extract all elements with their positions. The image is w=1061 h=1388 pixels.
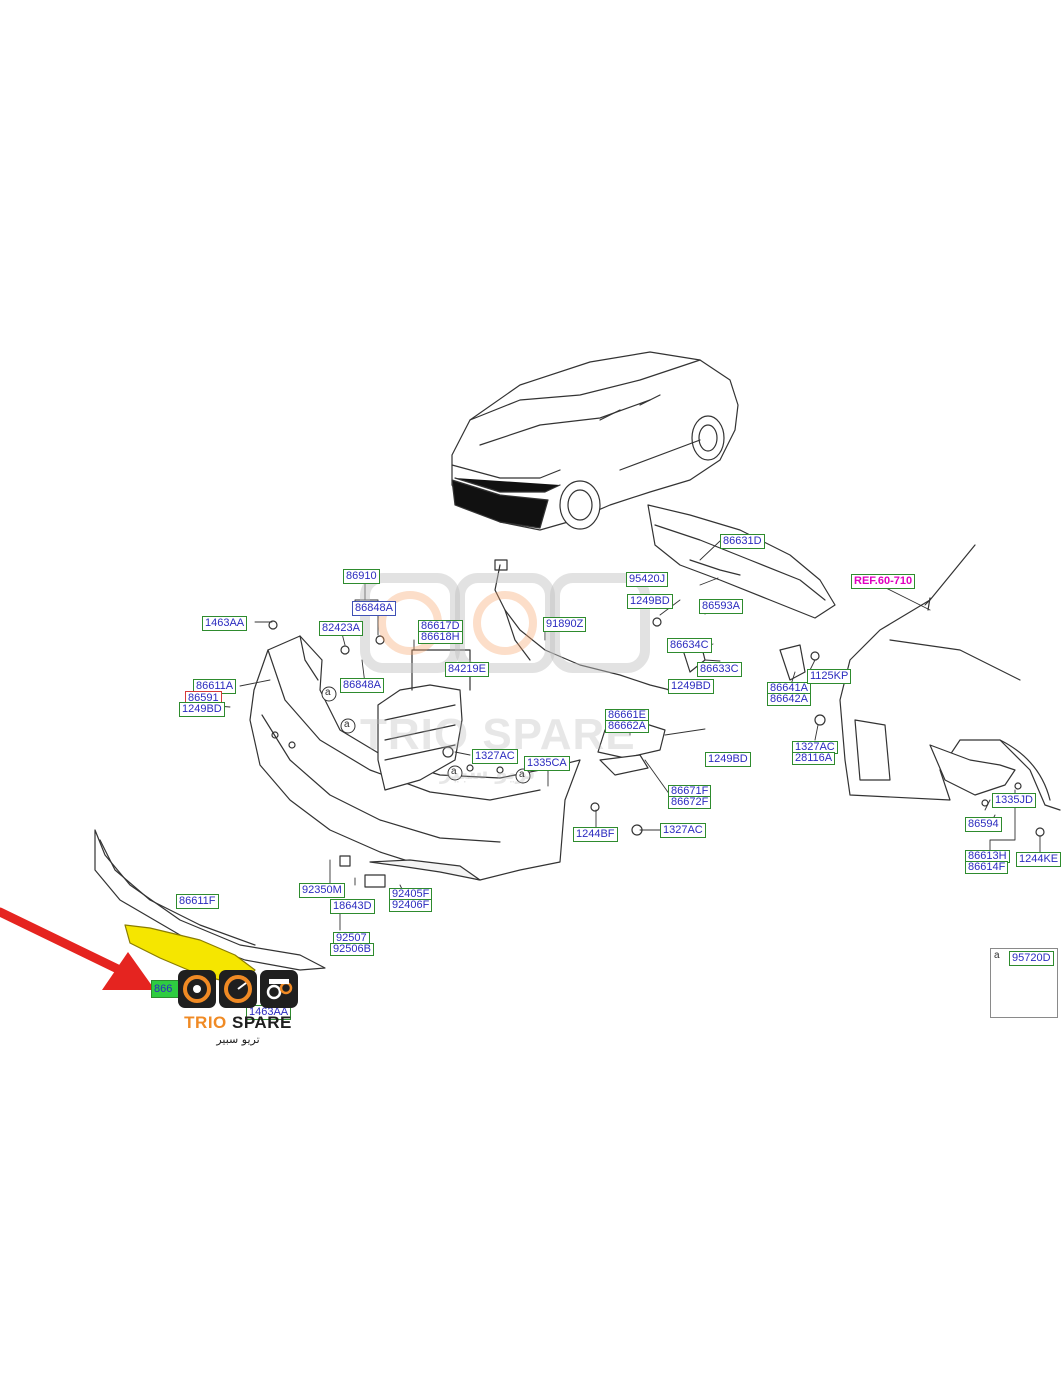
part-label-1463aa[interactable]: 1463AA — [202, 616, 248, 631]
part-label-86611f[interactable]: 86611F — [176, 894, 219, 909]
part-label-86594[interactable]: 86594 — [965, 817, 1002, 832]
part-label-86618h[interactable]: 86618H — [418, 631, 463, 644]
part-label-1327ac[interactable]: 1327AC — [660, 823, 706, 838]
part-label-86642a[interactable]: 86642A — [767, 693, 811, 706]
part-label-86614f[interactable]: 86614F — [965, 861, 1009, 874]
bracket-84219e — [377, 649, 471, 791]
part-label-92406f[interactable]: 92406F — [389, 899, 433, 912]
ref-label: REF.60-710 — [851, 574, 916, 589]
part-label-18643d[interactable]: 18643D — [330, 899, 375, 914]
part-label-95420j[interactable]: 95420J — [626, 572, 669, 587]
part-label-1327ac[interactable]: 1327AC — [792, 741, 838, 754]
car-thumbnail — [451, 351, 739, 531]
part-label-95720d[interactable]: 95720D — [1009, 951, 1054, 966]
part-label-86910[interactable]: 86910 — [343, 569, 380, 584]
rear-bumper-cover — [249, 635, 581, 881]
part-label-1335ca[interactable]: 1335CA — [524, 756, 570, 771]
part-label-1327ac[interactable]: 1327AC — [472, 749, 518, 764]
bumper-beam-86631d — [647, 504, 836, 619]
part-label-1249bd[interactable]: 1249BD — [668, 679, 714, 694]
part-label-82423a[interactable]: 82423A — [319, 621, 363, 636]
part-label-91890z[interactable]: 91890Z — [543, 617, 587, 632]
part-label-86641a[interactable]: 86641A — [767, 682, 811, 695]
lower-garnish — [94, 829, 326, 971]
callout-letter: a — [344, 719, 350, 730]
part-label-84219e[interactable]: 84219E — [445, 662, 489, 677]
part-label-28116a[interactable]: 28116A — [792, 752, 836, 765]
part-label-86848a[interactable]: 86848A — [352, 601, 396, 616]
part-label-1125kp[interactable]: 1125KP — [807, 669, 852, 684]
wiring-harness-91890z — [494, 559, 671, 691]
part-label-1335jd[interactable]: 1335JD — [992, 793, 1036, 808]
logo-gauge-icon — [219, 970, 257, 1008]
part-label-92506b[interactable]: 92506B — [330, 943, 374, 956]
inset-sensor-box: 95720D — [990, 948, 1058, 1018]
part-label-1249bd[interactable]: 1249BD — [627, 594, 673, 609]
part-label-86617d[interactable]: 86617D — [418, 620, 463, 633]
part-label-86634c[interactable]: 86634C — [667, 638, 712, 653]
part-label-1244bf[interactable]: 1244BF — [573, 827, 618, 842]
part-label-1249bd[interactable]: 1249BD — [179, 702, 225, 717]
logo-arabic-text: تريو سبير — [216, 1033, 260, 1046]
part-label-86672f[interactable]: 86672F — [668, 796, 712, 809]
callout-letter: a — [519, 769, 525, 780]
part-label-86593a[interactable]: 86593A — [699, 599, 743, 614]
part-label-866-highlighted[interactable]: 866 — [151, 980, 181, 998]
part-label-92350m[interactable]: 92350M — [299, 883, 345, 898]
logo-brand-text: TRIO SPARE — [184, 1013, 292, 1032]
callout-letter: a — [451, 766, 457, 777]
quarter-panel — [839, 544, 1061, 811]
part-label-86848a[interactable]: 86848A — [340, 678, 384, 693]
callout-letter: a — [325, 687, 331, 698]
part-label-86631d[interactable]: 86631D — [720, 534, 765, 549]
brand-logo: TRIO SPARE تريو سبير — [176, 970, 300, 1048]
red-arrow — [0, 907, 155, 990]
callout-letter: a — [994, 950, 1000, 961]
part-label-86662a[interactable]: 86662A — [605, 720, 649, 733]
part-label-86633c[interactable]: 86633C — [697, 662, 742, 677]
part-label-1244ke[interactable]: 1244KE — [1016, 852, 1061, 867]
part-label-1249bd[interactable]: 1249BD — [705, 752, 751, 767]
logo-brake-icon — [178, 970, 216, 1008]
logo-engine-icon — [260, 970, 298, 1008]
